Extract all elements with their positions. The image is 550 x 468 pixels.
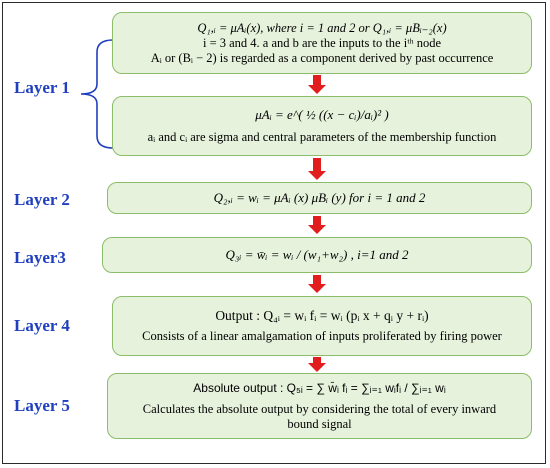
layer-4-label: Layer 4: [14, 316, 70, 335]
layer-2-box: Q₂,ᵢ = wᵢ = μAᵢ (x) μBᵢ (y) for i = 1 an…: [107, 182, 532, 214]
layer-1-equation-line: Q₁,ᵢ = μAᵢ(x), where i = 1 and 2 or Q₁,ᵢ…: [197, 21, 447, 35]
layer-5-box: Absolute output : Q₅ᵢ = ∑ w̄ᵢ fᵢ = ∑ᵢ₌₁ …: [107, 373, 532, 439]
layer-3-formula: Q₃ᵢ = w̄ᵢ = wᵢ / (w₁+w₂) , i=1 and 2: [225, 247, 409, 262]
layer-5-label: Layer 5: [14, 396, 70, 415]
layer-1-index-line: i = 3 and 4. a and b are the inputs to t…: [202, 36, 442, 50]
layer-5-description-line-2: bound signal: [287, 417, 352, 431]
layer-4-box: Output : Q₄ᵢ = wᵢ fᵢ = wᵢ (pᵢ x + qᵢ y +…: [112, 296, 532, 356]
layer-4-description: Consists of a linear amalgamation of inp…: [142, 329, 502, 343]
layer-2-label: Layer 2: [14, 190, 70, 209]
layer-1-component-line: Aᵢ or (Bᵢ − 2) is regarded as a componen…: [150, 51, 494, 65]
layer-5-description-line-1: Calculates the absolute output by consid…: [142, 402, 497, 416]
membership-description: aᵢ and cᵢ are sigma and central paramete…: [147, 130, 497, 144]
layer-3-box: Q₃ᵢ = w̄ᵢ = wᵢ / (w₁+w₂) , i=1 and 2: [102, 237, 532, 273]
layer-5-formula: Absolute output : Q₅ᵢ = ∑ w̄ᵢ fᵢ = ∑ᵢ₌₁ …: [193, 381, 446, 395]
layer-3-label: Layer3: [14, 248, 66, 267]
membership-function-box: μAᵢ = e^( ½ ((x − cᵢ)/aᵢ)² ) aᵢ and cᵢ a…: [112, 96, 532, 156]
layer-1-brace: [80, 39, 114, 149]
membership-formula: μAᵢ = e^( ½ ((x − cᵢ)/aᵢ)² ): [255, 107, 389, 122]
diagram-frame: [2, 2, 546, 464]
layer-4-formula: Output : Q₄ᵢ = wᵢ fᵢ = wᵢ (pᵢ x + qᵢ y +…: [215, 308, 429, 323]
layer-1-input-box: Q₁,ᵢ = μAᵢ(x), where i = 1 and 2 or Q₁,ᵢ…: [112, 12, 532, 74]
layer-1-label: Layer 1: [14, 78, 70, 97]
layer-2-formula: Q₂,ᵢ = wᵢ = μAᵢ (x) μBᵢ (y) for i = 1 an…: [213, 190, 426, 205]
